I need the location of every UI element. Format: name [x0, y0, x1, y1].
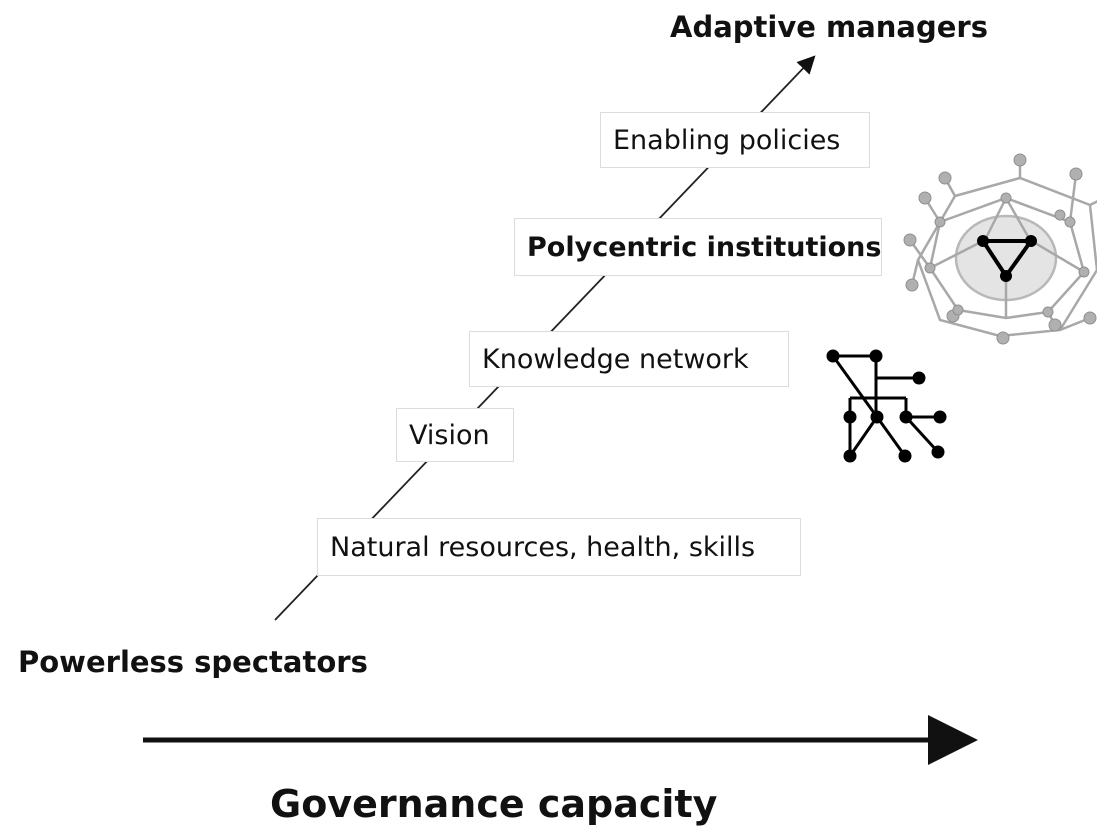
- step-label: Natural resources, health, skills: [330, 531, 756, 563]
- step-natural-resources: Natural resources, health, skills: [317, 518, 801, 576]
- step-polycentric-institutions: Polycentric institutions: [514, 218, 882, 276]
- step-label: Vision: [409, 419, 490, 451]
- top-label: Adaptive managers: [670, 10, 988, 44]
- step-enabling-policies: Enabling policies: [600, 112, 870, 168]
- step-vision: Vision: [396, 408, 514, 462]
- bottom-label: Powerless spectators: [18, 645, 368, 679]
- axis-label: Governance capacity: [270, 782, 718, 826]
- step-knowledge-network: Knowledge network: [469, 331, 789, 387]
- step-label: Enabling policies: [613, 124, 841, 156]
- step-label: Polycentric institutions: [527, 231, 882, 263]
- step-label: Knowledge network: [482, 343, 749, 375]
